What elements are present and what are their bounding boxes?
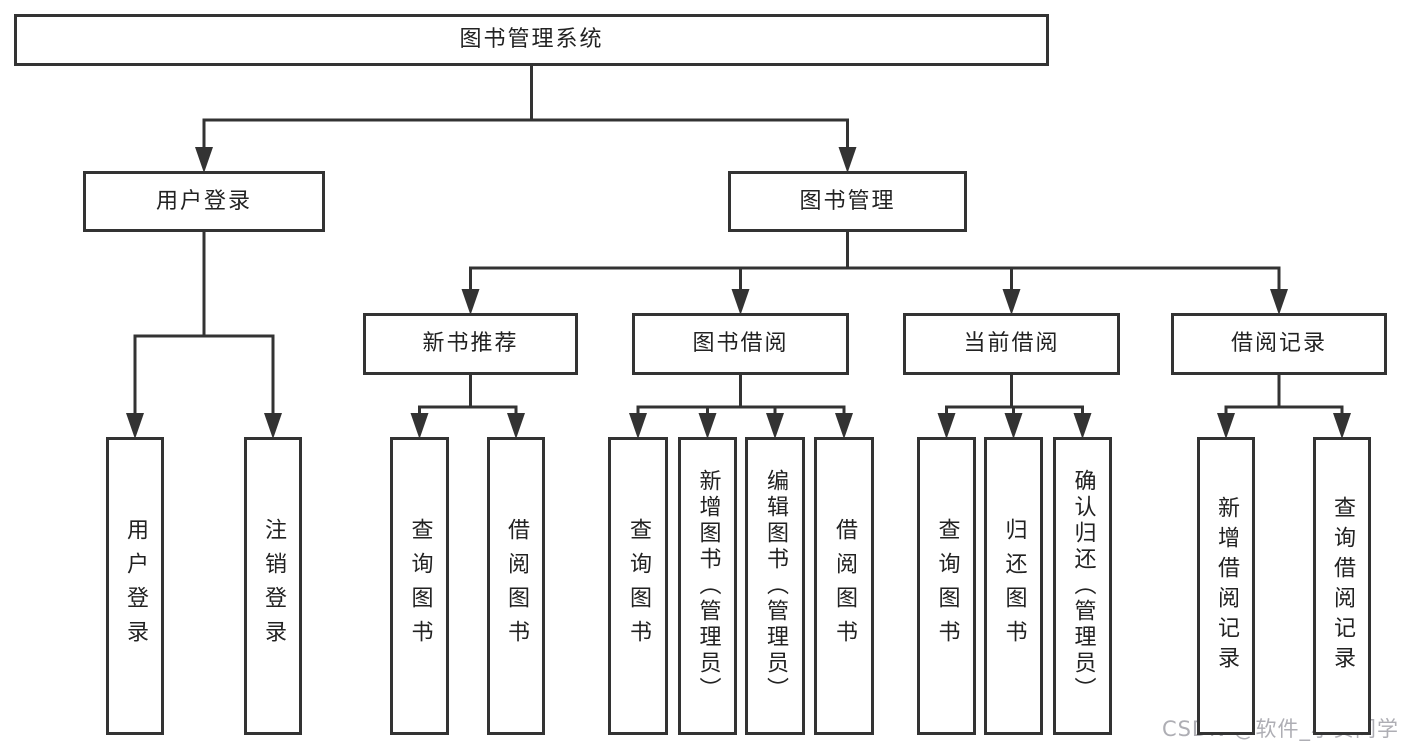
node-leaf-user-login: 用户登录 [106,437,164,735]
arrowhead-icon [1270,289,1288,315]
arrowhead-icon [1333,413,1351,439]
arrowhead-icon [937,413,956,439]
node-borrow-records: 借阅记录 [1171,313,1387,375]
arrowhead-icon [698,413,717,439]
node-leaf-edit-book: 编辑图书（管理员） [745,437,805,735]
node-new-book-rec: 新书推荐 [363,313,578,375]
node-leaf-add-record: 新增借阅记录 [1197,437,1255,735]
node-leaf-borrow-book-1: 借阅图书 [487,437,545,735]
arrowhead-icon [838,147,857,173]
arrowhead-icon [126,413,144,439]
arrowhead-icon [766,413,784,439]
arrowhead-icon [731,289,750,315]
node-book-borrow: 图书借阅 [632,313,849,375]
arrowhead-icon [410,413,429,439]
node-leaf-query-record: 查询借阅记录 [1313,437,1371,735]
node-leaf-query-book-2: 查询图书 [608,437,668,735]
node-book-mgmt: 图书管理 [728,171,967,232]
node-current-borrow: 当前借阅 [903,313,1120,375]
node-leaf-add-book: 新增图书（管理员） [678,437,737,735]
arrowhead-icon [507,413,525,439]
arrowhead-icon [195,147,213,173]
arrowhead-icon [629,413,647,439]
node-leaf-confirm-return: 确认归还（管理员） [1053,437,1112,735]
arrowhead-icon [835,413,853,439]
node-user-login: 用户登录 [83,171,325,232]
node-leaf-borrow-book-2: 借阅图书 [814,437,874,735]
node-leaf-logout: 注销登录 [244,437,302,735]
node-leaf-query-book-1: 查询图书 [390,437,449,735]
arrowhead-icon [461,289,480,315]
arrowhead-icon [1004,413,1023,439]
arrowhead-icon [1073,413,1092,439]
node-leaf-query-book-3: 查询图书 [917,437,976,735]
arrowhead-icon [264,413,282,439]
arrowhead-icon [1002,289,1021,315]
arrowhead-icon [1217,413,1235,439]
node-leaf-return-book: 归还图书 [984,437,1043,735]
node-root: 图书管理系统 [14,14,1049,66]
